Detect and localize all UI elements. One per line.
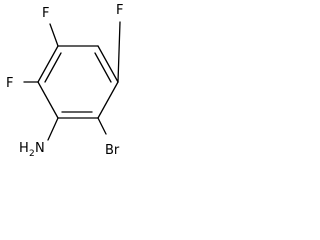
fluorine-top-left-label: F	[42, 6, 49, 21]
bond-to-f-top-right	[117, 21, 121, 83]
amine-subscript-label: 2	[29, 149, 35, 158]
ring-bond-c6-c1	[37, 45, 59, 83]
fluorine-left-label: F	[6, 76, 13, 91]
ring-bond-c5-c6	[37, 81, 59, 119]
double-bond-inner-c2-c3	[94, 52, 112, 83]
bromine-label: Br	[105, 143, 120, 158]
bond-to-nh2	[47, 117, 59, 141]
amine-n-label: N	[35, 141, 45, 156]
bond-to-f-top-left	[49, 23, 59, 47]
bond-to-br	[97, 117, 107, 135]
fluorine-top-right-label: F	[116, 3, 123, 18]
amine-h-label: H	[19, 141, 29, 156]
double-bond-inner-c6-c1	[44, 52, 62, 83]
structure-canvas: F F F Br H 2 N	[6, 3, 123, 158]
molecule-diagram: F F F Br H 2 N	[0, 0, 139, 158]
ring-bond-c3-c4	[97, 81, 119, 119]
ring-bond-c2-c3	[97, 45, 119, 83]
